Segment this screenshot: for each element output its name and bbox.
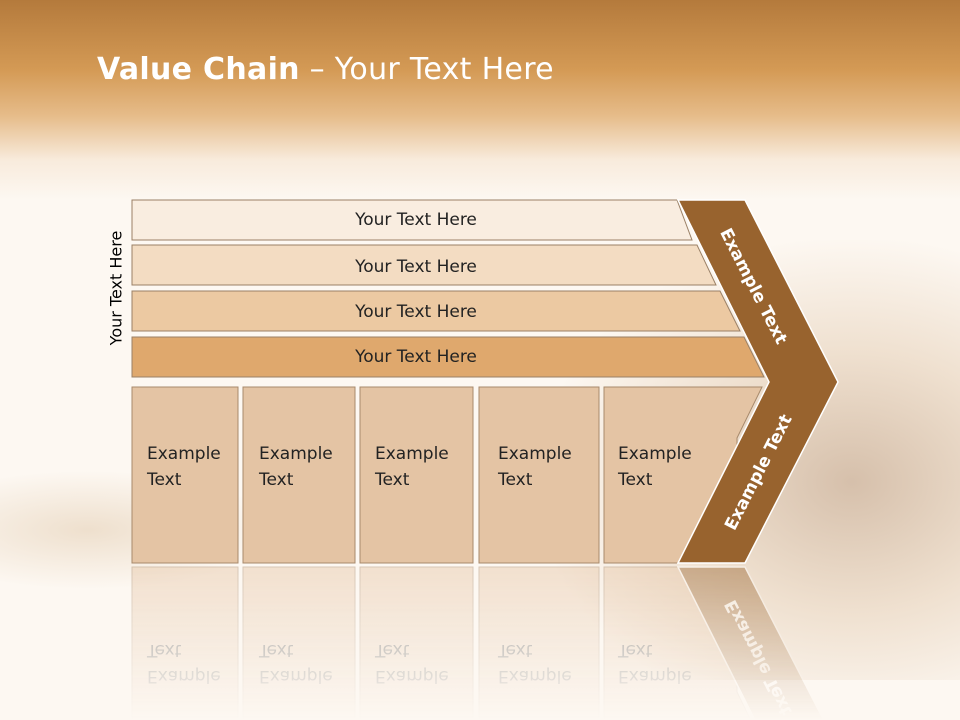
title-bold: Value Chain — [97, 52, 300, 87]
chevron-shape — [676, 199, 839, 564]
reflection-box-line1: Example — [147, 666, 221, 686]
reflection-box-line2: Text — [258, 640, 294, 660]
reflection-box-line2: Text — [617, 640, 653, 660]
box-line2: Text — [258, 470, 294, 490]
row-label: Your Text Here — [354, 347, 477, 367]
reflection-box-line1: Example — [618, 666, 692, 686]
reflection-box-2 — [359, 566, 474, 720]
row-label: Your Text Here — [354, 257, 477, 277]
row-0: Your Text Here — [131, 199, 693, 241]
header-band — [0, 0, 960, 200]
row-shape — [131, 290, 741, 332]
box-line1: Example — [498, 444, 572, 464]
activity-box-0: Example Text — [131, 386, 239, 564]
slide-title: Value Chain – Your Text Here — [97, 52, 554, 87]
box-line2: Text — [497, 470, 533, 490]
row-2: Your Text Here — [131, 290, 741, 332]
reflection-box-line2: Text — [497, 640, 533, 660]
box-line1: Example — [618, 444, 692, 464]
box-line2: Text — [617, 470, 653, 490]
reflection-box-line2: Text — [374, 640, 410, 660]
row-3: Your Text Here — [131, 336, 765, 378]
box-line2: Text — [374, 470, 410, 490]
box-shape — [478, 386, 600, 564]
diagram-reflection: Example Text Example Text Example Text E… — [131, 566, 825, 720]
reflection-box-line1: Example — [498, 666, 572, 686]
activity-box-1: Example Text — [242, 386, 356, 564]
reflection-box-0 — [131, 566, 239, 720]
reflection-box-line1: Example — [375, 666, 449, 686]
activity-box-2: Example Text — [359, 386, 474, 564]
box-line1: Example — [259, 444, 333, 464]
box-shape — [359, 386, 474, 564]
reflection-box-3 — [478, 566, 600, 720]
title-rest: – Your Text Here — [299, 52, 554, 87]
reflection-box-line2: Text — [146, 640, 182, 660]
row-1: Your Text Here — [131, 244, 717, 286]
activity-box-3: Example Text — [478, 386, 600, 564]
row-shape — [131, 244, 717, 286]
box-shape — [131, 386, 239, 564]
row-label: Your Text Here — [354, 210, 477, 230]
box-line1: Example — [147, 444, 221, 464]
box-shape — [242, 386, 356, 564]
reflection-box-1 — [242, 566, 356, 720]
box-line2: Text — [146, 470, 182, 490]
row-shape — [131, 199, 693, 241]
reflection-chevron — [676, 566, 825, 720]
row-shape — [131, 336, 765, 378]
box-line1: Example — [375, 444, 449, 464]
row-label: Your Text Here — [354, 302, 477, 322]
reflection-box-line1: Example — [259, 666, 333, 686]
